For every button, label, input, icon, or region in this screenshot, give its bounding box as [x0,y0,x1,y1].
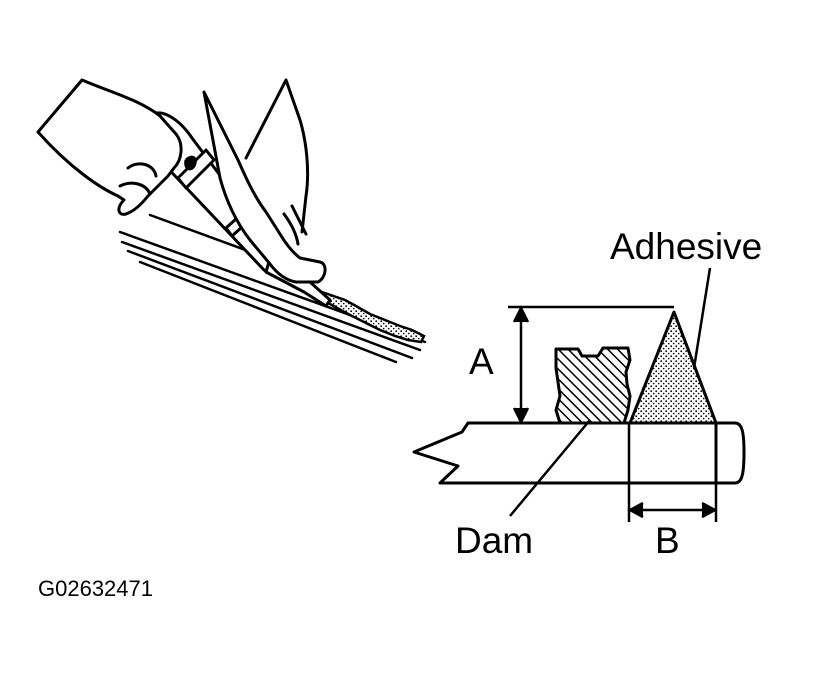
left-hand [36,78,183,216]
dam-label: Dam [455,520,534,561]
adhesive-label: Adhesive [610,226,763,267]
figure-code-label: G02632471 [38,576,153,601]
right-hand [202,78,327,284]
dimension-b-label: B [655,520,680,561]
dimension-a-label: A [469,341,494,382]
dimension-lines [508,267,718,522]
adhesive-bead [318,289,426,344]
body-panel [412,421,746,485]
dam [554,346,632,425]
adhesive-triangle [628,310,718,425]
